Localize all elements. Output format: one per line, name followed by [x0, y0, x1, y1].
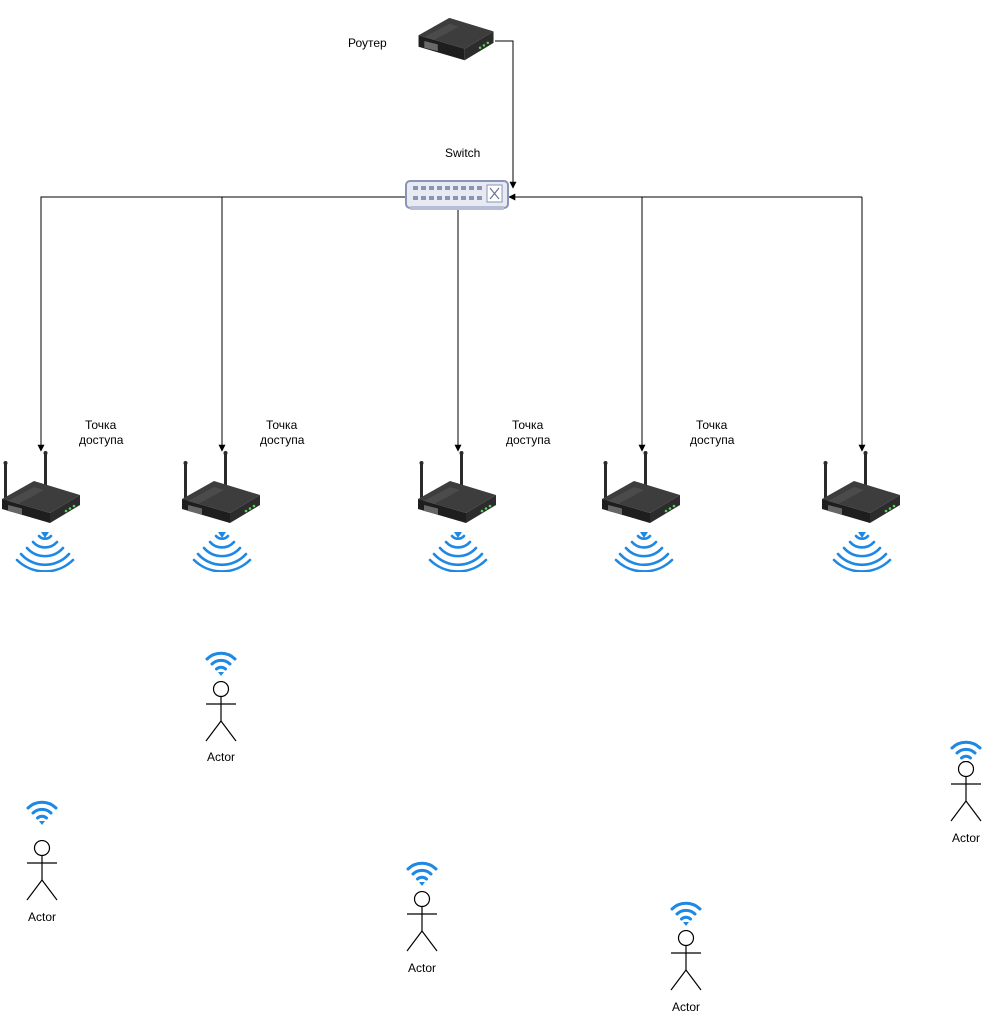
- access-point-label-line2: доступа: [506, 433, 551, 447]
- router-node[interactable]: Роутер: [348, 17, 494, 61]
- actor-2[interactable]: Actor: [26, 800, 58, 924]
- connector-router-switch: [495, 40, 517, 189]
- actor-icon: [670, 930, 702, 991]
- wifi-icon: [205, 651, 237, 676]
- connector-switch-ap1: [37, 196, 408, 452]
- access-point-label-line2: доступа: [79, 433, 124, 447]
- wifi-icon: [832, 530, 892, 572]
- router-icon: [418, 451, 496, 523]
- access-point-label-line1: Точка: [696, 418, 728, 432]
- wifi-icon: [428, 530, 488, 572]
- access-point-label-line2: доступа: [260, 433, 305, 447]
- access-point-label-line1: Точка: [85, 418, 117, 432]
- actor-icon: [950, 761, 982, 822]
- router-icon: [418, 17, 494, 61]
- wifi-icon: [614, 530, 674, 572]
- connectors: [37, 40, 866, 452]
- wifi-icon: [26, 800, 58, 825]
- access-point-label-line1: Точка: [512, 418, 544, 432]
- actor-4[interactable]: Actor: [670, 901, 702, 1014]
- router-icon: [822, 451, 900, 523]
- actor-icon: [406, 891, 438, 952]
- actor-3[interactable]: Actor: [406, 861, 438, 975]
- wifi-icon: [406, 861, 438, 886]
- actor-icon: [26, 840, 58, 901]
- actor-label: Actor: [672, 1000, 700, 1014]
- router-icon: [182, 451, 260, 523]
- access-point-1[interactable]: Точка доступа: [2, 418, 124, 572]
- actor-icon: [205, 681, 237, 742]
- access-point-3[interactable]: Точка доступа: [418, 418, 551, 572]
- actor-5[interactable]: Actor: [950, 740, 982, 845]
- actor-label: Actor: [28, 910, 56, 924]
- router-icon: [2, 451, 80, 523]
- access-point-label-line2: доступа: [690, 433, 735, 447]
- wifi-icon: [15, 530, 75, 572]
- switch-label: Switch: [445, 146, 480, 160]
- wifi-icon: [192, 530, 252, 572]
- access-point-4[interactable]: Точка доступа: [602, 418, 735, 572]
- switch-icon: [405, 180, 509, 210]
- access-point-5[interactable]: [822, 451, 900, 572]
- actor-label: Actor: [952, 831, 980, 845]
- actor-label: Actor: [207, 750, 235, 764]
- switch-node[interactable]: Switch: [405, 146, 509, 210]
- router-label: Роутер: [348, 36, 387, 50]
- actor-1[interactable]: Actor: [205, 651, 237, 764]
- wifi-icon: [670, 901, 702, 926]
- access-point-2[interactable]: Точка доступа: [182, 418, 305, 572]
- router-icon: [602, 451, 680, 523]
- actor-label: Actor: [408, 961, 436, 975]
- access-point-label-line1: Точка: [266, 418, 298, 432]
